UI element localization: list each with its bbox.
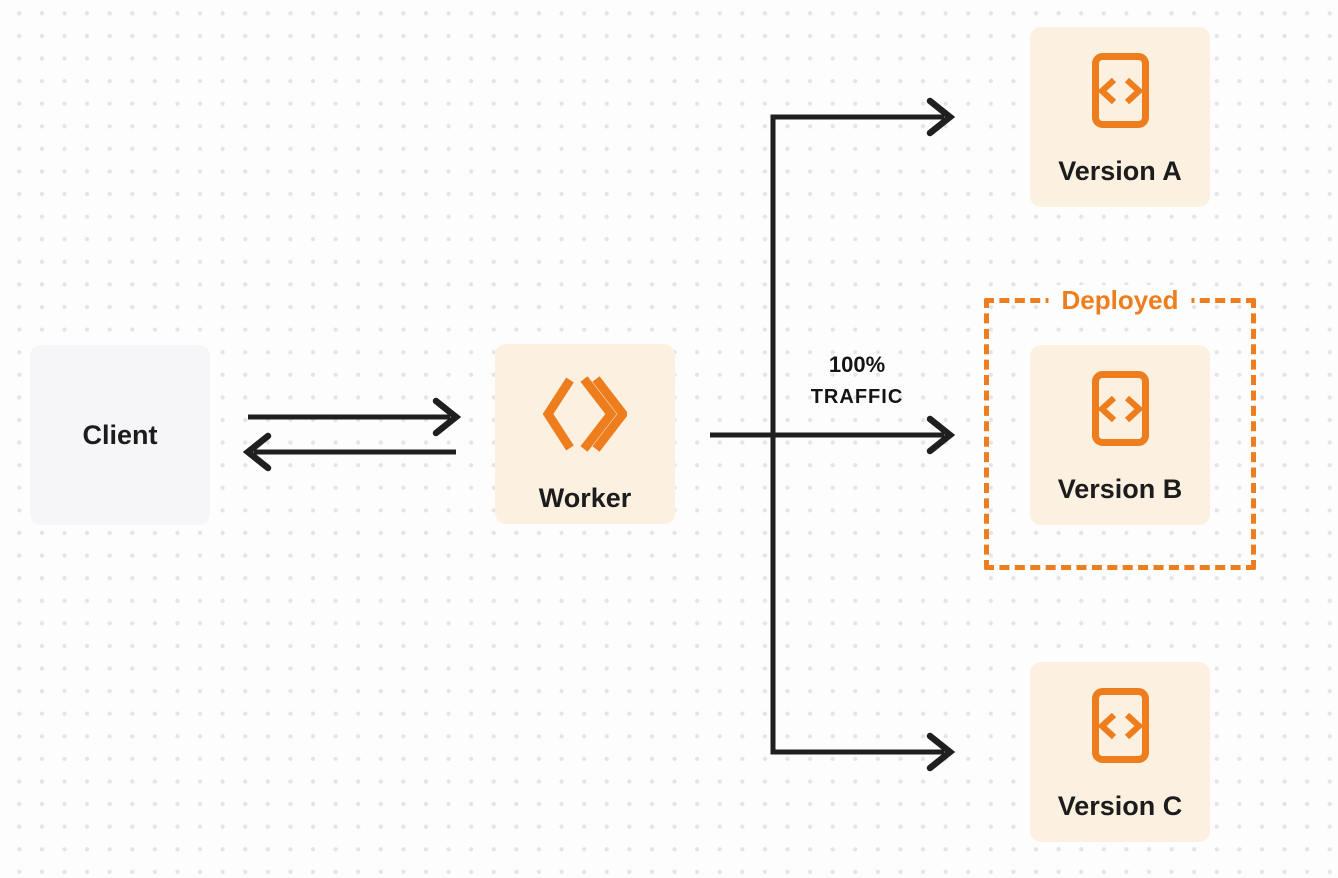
traffic-edge-label: 100% TRAFFIC <box>798 349 916 414</box>
deployed-group-label: Deployed <box>1048 285 1192 316</box>
code-file-icon <box>1091 53 1149 128</box>
code-file-icon <box>1091 688 1149 763</box>
version-b-label: Version B <box>1057 474 1183 504</box>
code-file-icon <box>1091 371 1149 446</box>
traffic-percent-text: 100% <box>828 352 886 377</box>
version-c-label: Version C <box>1057 791 1183 821</box>
worker-label: Worker <box>538 483 632 513</box>
traffic-word-text: TRAFFIC <box>810 386 904 408</box>
version-a-label: Version A <box>1058 156 1182 186</box>
worker-to-client-arrow <box>242 432 456 472</box>
deployed-group-outline: Deployed <box>984 285 1256 570</box>
workers-chevron-icon <box>543 376 627 452</box>
branch-to-version-a-arrow <box>770 97 956 137</box>
client-label: Client <box>82 419 158 450</box>
client-to-worker-arrow <box>248 397 462 437</box>
worker-to-version-b-arrow <box>710 415 956 455</box>
node-worker: Worker <box>495 344 675 524</box>
node-client: Client <box>30 345 210 525</box>
node-version-a: Version A <box>1030 27 1210 207</box>
node-version-c: Version C <box>1030 662 1210 842</box>
node-version-b: Version B <box>1030 345 1210 525</box>
branch-to-version-c-arrow <box>770 732 956 772</box>
